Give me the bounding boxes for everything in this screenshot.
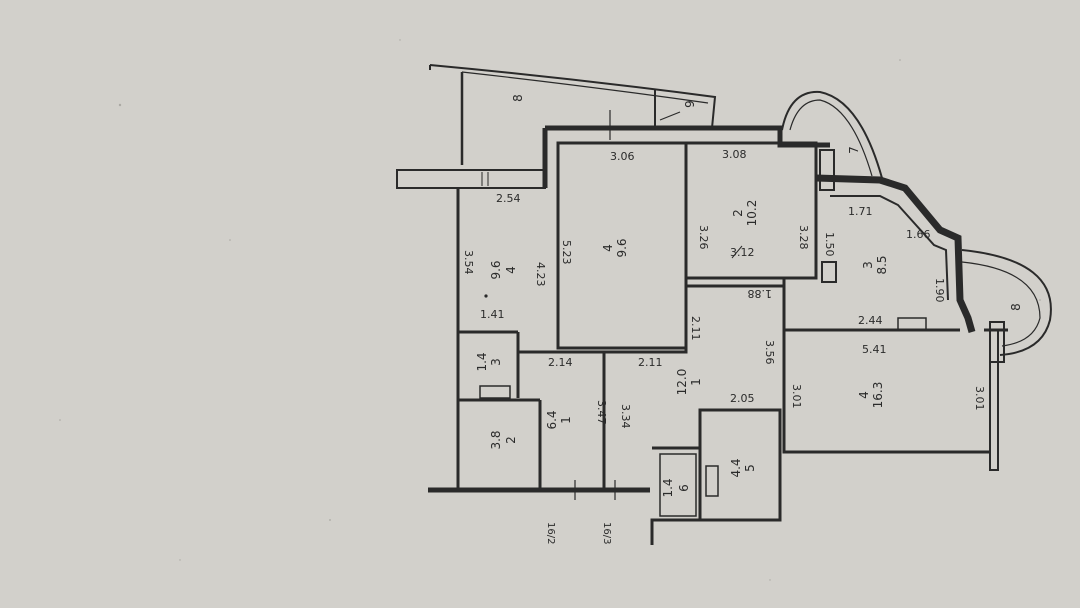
room-label-9: 9 <box>683 100 697 108</box>
dim-label: 3.06 <box>610 150 635 163</box>
room-area-1b: 6.4 <box>545 410 559 429</box>
room-area-5: 9.6 <box>615 238 629 257</box>
dim-label: 3.12 <box>730 246 755 259</box>
room-2-walls <box>684 141 818 280</box>
room-label-5: 4 <box>601 244 615 252</box>
dim-label: 3.08 <box>722 148 747 161</box>
room-area-6: 1.4 <box>661 478 675 497</box>
room-label-2: 2 <box>731 209 745 217</box>
room-label-2b: 2 <box>504 436 518 444</box>
dim-label: 1.88 <box>748 287 773 300</box>
outer-wall-top <box>545 125 830 148</box>
room-label-3b: 3 <box>489 358 503 366</box>
loggia-top-inner <box>461 71 709 104</box>
dim-label: 3.56 <box>763 340 776 365</box>
axis-ticks <box>574 110 681 500</box>
room-label-4b: 4 <box>504 266 518 274</box>
room-label-1b: 1 <box>559 416 573 424</box>
balcony-8-right <box>961 249 1052 356</box>
walls <box>396 64 1052 545</box>
room-area-3: 8.5 <box>875 255 889 274</box>
dim-label: 5.23 <box>560 240 573 265</box>
axis-label: 16/2 <box>545 522 556 544</box>
dim-label: 2.54 <box>496 192 521 205</box>
room-area-1a: 12.0 <box>675 369 689 396</box>
dim-label: 3.34 <box>619 404 632 429</box>
small-markers <box>484 245 743 298</box>
dim-label: 3.28 <box>797 225 810 250</box>
dim-label: 1.90 <box>933 278 946 303</box>
balcony-7 <box>781 90 883 179</box>
dim-label: 2.14 <box>548 356 573 369</box>
room-label-4a: 4 <box>857 391 871 399</box>
dim-label: 1.66 <box>906 228 931 241</box>
dim-label: 5.41 <box>862 343 887 356</box>
dim-label: 1.50 <box>823 232 836 257</box>
dim-label: 3.54 <box>462 250 475 275</box>
room-labels: 4 9.6 2 10.2 3 8.5 4 16.3 4 9.6 1 12.0 1… <box>475 94 1023 497</box>
dim-label: 3.01 <box>973 386 986 411</box>
dim-label: 2.05 <box>730 392 755 405</box>
dimension-labels: 3.06 3.08 2.54 3.26 3.28 5.23 4.23 3.54 … <box>462 148 986 544</box>
dim-label: 2.11 <box>638 356 663 369</box>
room-area-5b: 4.4 <box>729 458 743 477</box>
loggia-top-outline <box>429 64 717 129</box>
bay-wall <box>815 174 976 333</box>
dim-label: 2.11 <box>689 316 702 341</box>
room-4-walls <box>782 330 990 454</box>
dim-label: 4.23 <box>534 262 547 287</box>
dim-label: 3.26 <box>697 225 710 250</box>
room-area-2: 10.2 <box>745 200 759 227</box>
room-area-2b: 3.8 <box>489 430 503 449</box>
room-area-3b: 1.4 <box>475 352 489 371</box>
dim-label: 1.41 <box>480 308 505 321</box>
paper-specks <box>59 39 1041 581</box>
axis-label: 16/3 <box>601 522 612 544</box>
dim-label: 3.01 <box>790 384 803 409</box>
dim-label: 3.47 <box>595 400 608 425</box>
dim-label: 2.44 <box>858 314 883 327</box>
room-label-8b: 8 <box>1009 303 1023 311</box>
room-label-1a: 1 <box>689 378 703 386</box>
room-label-8a: 8 <box>511 94 525 102</box>
room-label-7: 7 <box>847 146 861 154</box>
room-area-4b: 9.6 <box>489 260 503 279</box>
room-label-3: 3 <box>861 261 875 269</box>
room-label-5b: 5 <box>743 464 757 472</box>
room-label-6: 6 <box>677 484 691 492</box>
dim-label: 1.71 <box>848 205 873 218</box>
room-area-4a: 16.3 <box>871 382 885 409</box>
